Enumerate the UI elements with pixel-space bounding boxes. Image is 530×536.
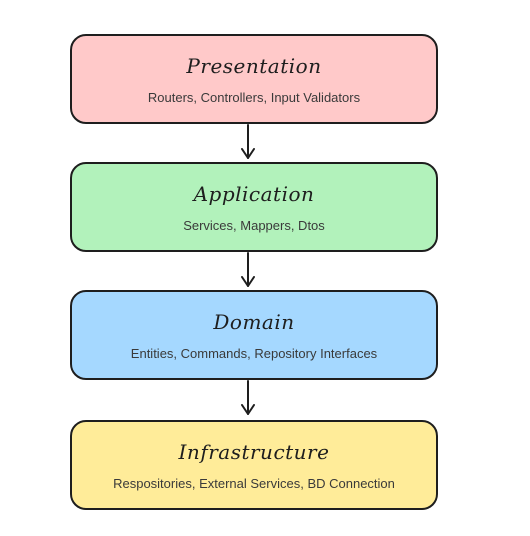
layer-title: Application (193, 182, 315, 206)
layer-subtitle: Entities, Commands, Repository Interface… (130, 346, 378, 361)
application-layer-box: Application Services, Mappers, Dtos (70, 162, 438, 252)
layer-subtitle: Routers, Controllers, Input Validators (147, 90, 361, 105)
arrow-down-icon (241, 124, 255, 159)
arrow-down-icon (241, 252, 255, 287)
domain-layer-box: Domain Entities, Commands, Repository In… (70, 290, 438, 380)
layer-subtitle: Respositories, External Services, BD Con… (113, 476, 395, 491)
arrow-down-icon (241, 380, 255, 415)
layer-title: Presentation (186, 54, 322, 78)
layer-title: Infrastructure (178, 440, 330, 464)
layer-title: Domain (213, 310, 295, 334)
infrastructure-layer-box: Infrastructure Respositories, External S… (70, 420, 438, 510)
presentation-layer-box: Presentation Routers, Controllers, Input… (70, 34, 438, 124)
layer-subtitle: Services, Mappers, Dtos (183, 218, 325, 233)
